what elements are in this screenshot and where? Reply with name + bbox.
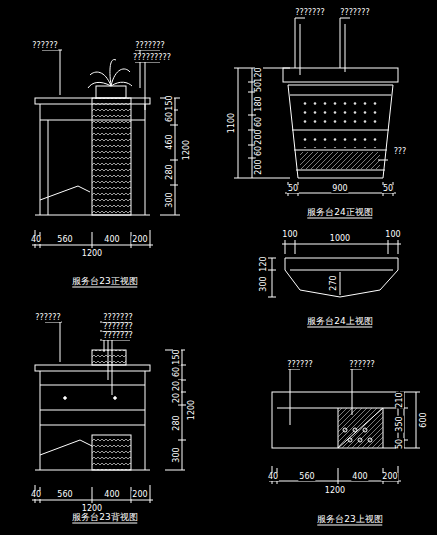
dimension: 560 <box>56 236 73 244</box>
dimension: 50 <box>255 81 263 93</box>
callout-text: ?????? <box>34 314 61 322</box>
dimension: 400 <box>103 491 120 499</box>
view-title: 服务台24正视图 <box>307 208 372 219</box>
dimension: 120 <box>260 255 268 272</box>
view-title: 服务台23背视图 <box>72 513 137 524</box>
dimension: 1200 <box>183 139 191 161</box>
callout-text: ??????? <box>102 323 134 331</box>
callout-text: ?????? <box>31 42 58 50</box>
callout-text: ??? <box>393 148 408 156</box>
dimension: 200 <box>131 491 148 499</box>
dimension: 40 <box>267 473 279 481</box>
callout-text: ??????? <box>102 314 134 322</box>
dimension: 50 <box>287 185 299 193</box>
dimension: 40 <box>30 491 42 499</box>
dimension: 200 <box>381 473 398 481</box>
dimension: 1100 <box>228 112 236 134</box>
callout-text: ??????? <box>102 332 134 340</box>
dimension: 280 <box>173 414 181 431</box>
view-title: 服务台23正视图 <box>72 277 137 288</box>
dimension: 280 <box>166 163 174 180</box>
dimension: 200 <box>131 236 148 244</box>
dimension: 50 <box>396 438 404 450</box>
counter-24-front <box>234 18 398 196</box>
dimension: 400 <box>103 236 120 244</box>
callout-text: ??????? <box>294 9 326 17</box>
dimension: 210 <box>396 391 404 408</box>
dimension: 560 <box>56 491 73 499</box>
dimension: 60 <box>166 111 174 123</box>
counter-23-back <box>32 322 186 503</box>
counter-23-front <box>32 50 180 248</box>
dimension: 180 <box>255 95 263 112</box>
dimension: 300 <box>173 446 181 463</box>
callout-text: ????????? <box>132 54 172 62</box>
counter-23-top <box>269 369 420 484</box>
dimension: 20 <box>173 392 181 404</box>
callout-text: ?????? <box>286 361 313 369</box>
dimension: 900 <box>331 185 348 193</box>
dimension: 50 <box>382 185 394 193</box>
dimension: 1200 <box>324 487 346 495</box>
callout-text: ??????? <box>339 9 371 17</box>
view-title: 服务台23上视图 <box>317 515 382 526</box>
dimension: 60 <box>255 116 263 128</box>
dimension: 300 <box>260 275 268 292</box>
dimension: 40 <box>30 236 42 244</box>
dimension: 270 <box>330 274 338 291</box>
dimension: 100 <box>281 231 298 239</box>
dimension: 300 <box>166 191 174 208</box>
dimension: 20 <box>173 380 181 392</box>
dimension: 60 <box>173 366 181 378</box>
dimension: 200 <box>255 128 263 145</box>
dimension: 560 <box>298 473 315 481</box>
dimension: 400 <box>351 473 368 481</box>
dimension: 200 <box>255 158 263 175</box>
callout-text: ?????? <box>348 361 375 369</box>
dimension: 150 <box>166 94 174 111</box>
dimension: 150 <box>173 348 181 365</box>
dimension: 350 <box>396 415 404 432</box>
view-title: 服务台24上视图 <box>307 317 372 328</box>
callout-text: ??????? <box>134 42 166 50</box>
dimension: 460 <box>166 133 174 150</box>
dimension: 100 <box>384 231 401 239</box>
dimension: 1200 <box>81 250 103 258</box>
dimension: 1000 <box>329 235 351 243</box>
counter-24-top <box>268 240 401 297</box>
dimension: 60 <box>255 145 263 157</box>
dimension: 600 <box>420 411 428 428</box>
dimension: 1200 <box>188 399 196 421</box>
